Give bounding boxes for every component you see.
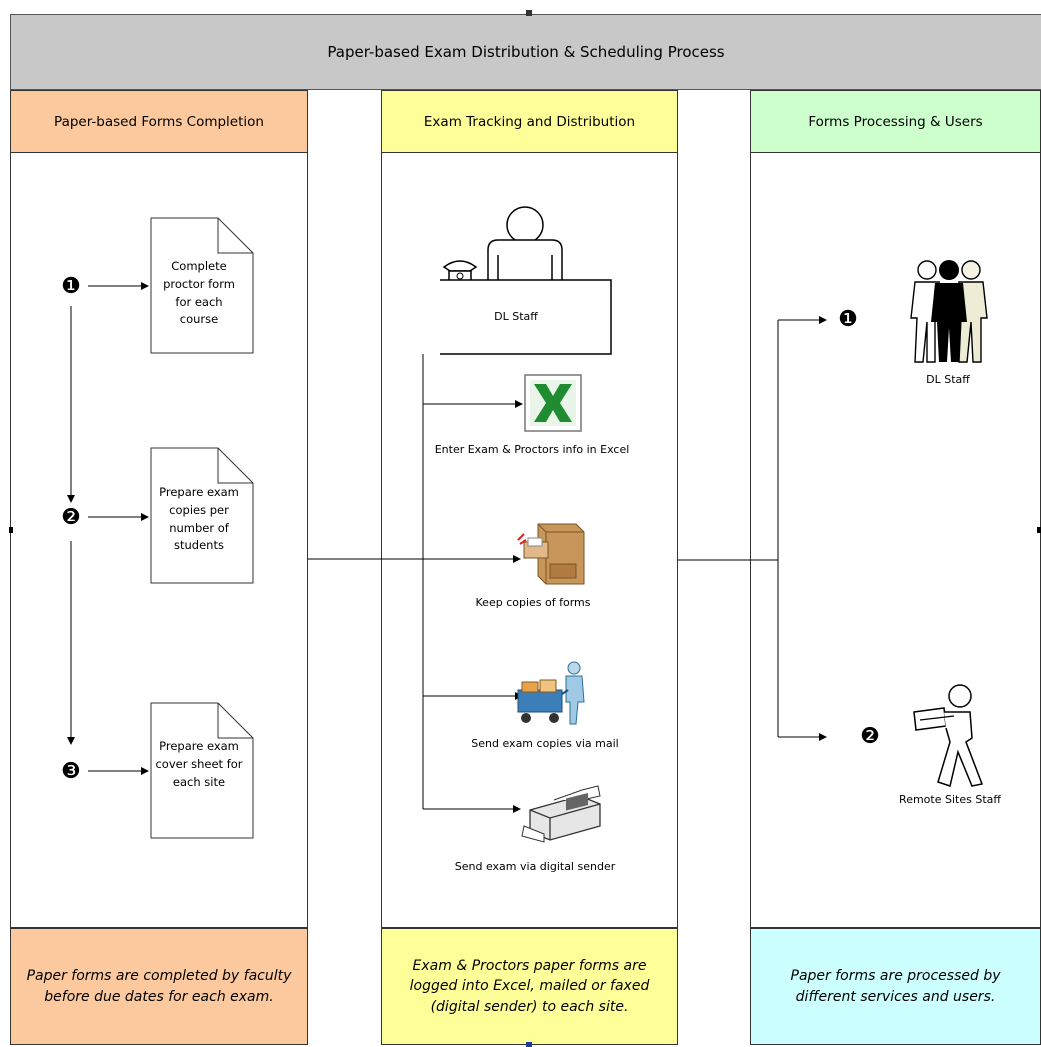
step-2-text: Prepare exam copies per number of studen… [159, 485, 239, 553]
step-marker-1: ❶ [61, 273, 81, 299]
step-marker-2: ❷ [61, 504, 81, 530]
desk-label: DL Staff [494, 310, 538, 323]
user-marker-1: ❶ [838, 306, 858, 332]
filing-caption: Keep copies of forms [475, 596, 591, 609]
lane-body-forms-processing [750, 152, 1041, 928]
lane-footer-forms-processing: Paper forms are processed by different s… [750, 928, 1041, 1045]
step-marker-3: ❸ [61, 758, 81, 784]
lane-header-exam-tracking: Exam Tracking and Distribution [381, 90, 678, 153]
step-3-text: Prepare exam cover sheet for each site [155, 739, 243, 789]
document-icon [150, 447, 254, 584]
remote-staff-label: Remote Sites Staff [899, 793, 1001, 806]
document-icon [150, 702, 254, 839]
people-group-icon [910, 260, 988, 363]
step-1-text: Complete proctor form for each course [163, 259, 235, 327]
dl-staff-label: DL Staff [926, 373, 970, 386]
document-icon [150, 217, 254, 354]
user-marker-2: ❷ [860, 723, 880, 749]
lane-footer-forms-completion: Paper forms are completed by faculty bef… [10, 928, 308, 1045]
person-carrying-icon [913, 684, 984, 787]
selection-handle[interactable] [9, 527, 13, 533]
filing-cabinet-icon [517, 523, 585, 585]
selection-handle[interactable] [526, 1042, 532, 1047]
excel-icon [524, 374, 582, 432]
staff-desk-icon [440, 206, 612, 355]
mail-cart-icon [517, 661, 585, 725]
excel-caption: Enter Exam & Proctors info in Excel [434, 443, 630, 456]
fax-caption: Send exam via digital sender [454, 860, 616, 873]
fax-machine-icon [521, 785, 601, 843]
lane-header-forms-completion: Paper-based Forms Completion [10, 90, 308, 153]
mail-caption: Send exam copies via mail [471, 737, 619, 750]
diagram-title: Paper-based Exam Distribution & Scheduli… [10, 14, 1041, 90]
selection-handle[interactable] [1037, 527, 1041, 533]
selection-handle[interactable] [526, 10, 532, 16]
